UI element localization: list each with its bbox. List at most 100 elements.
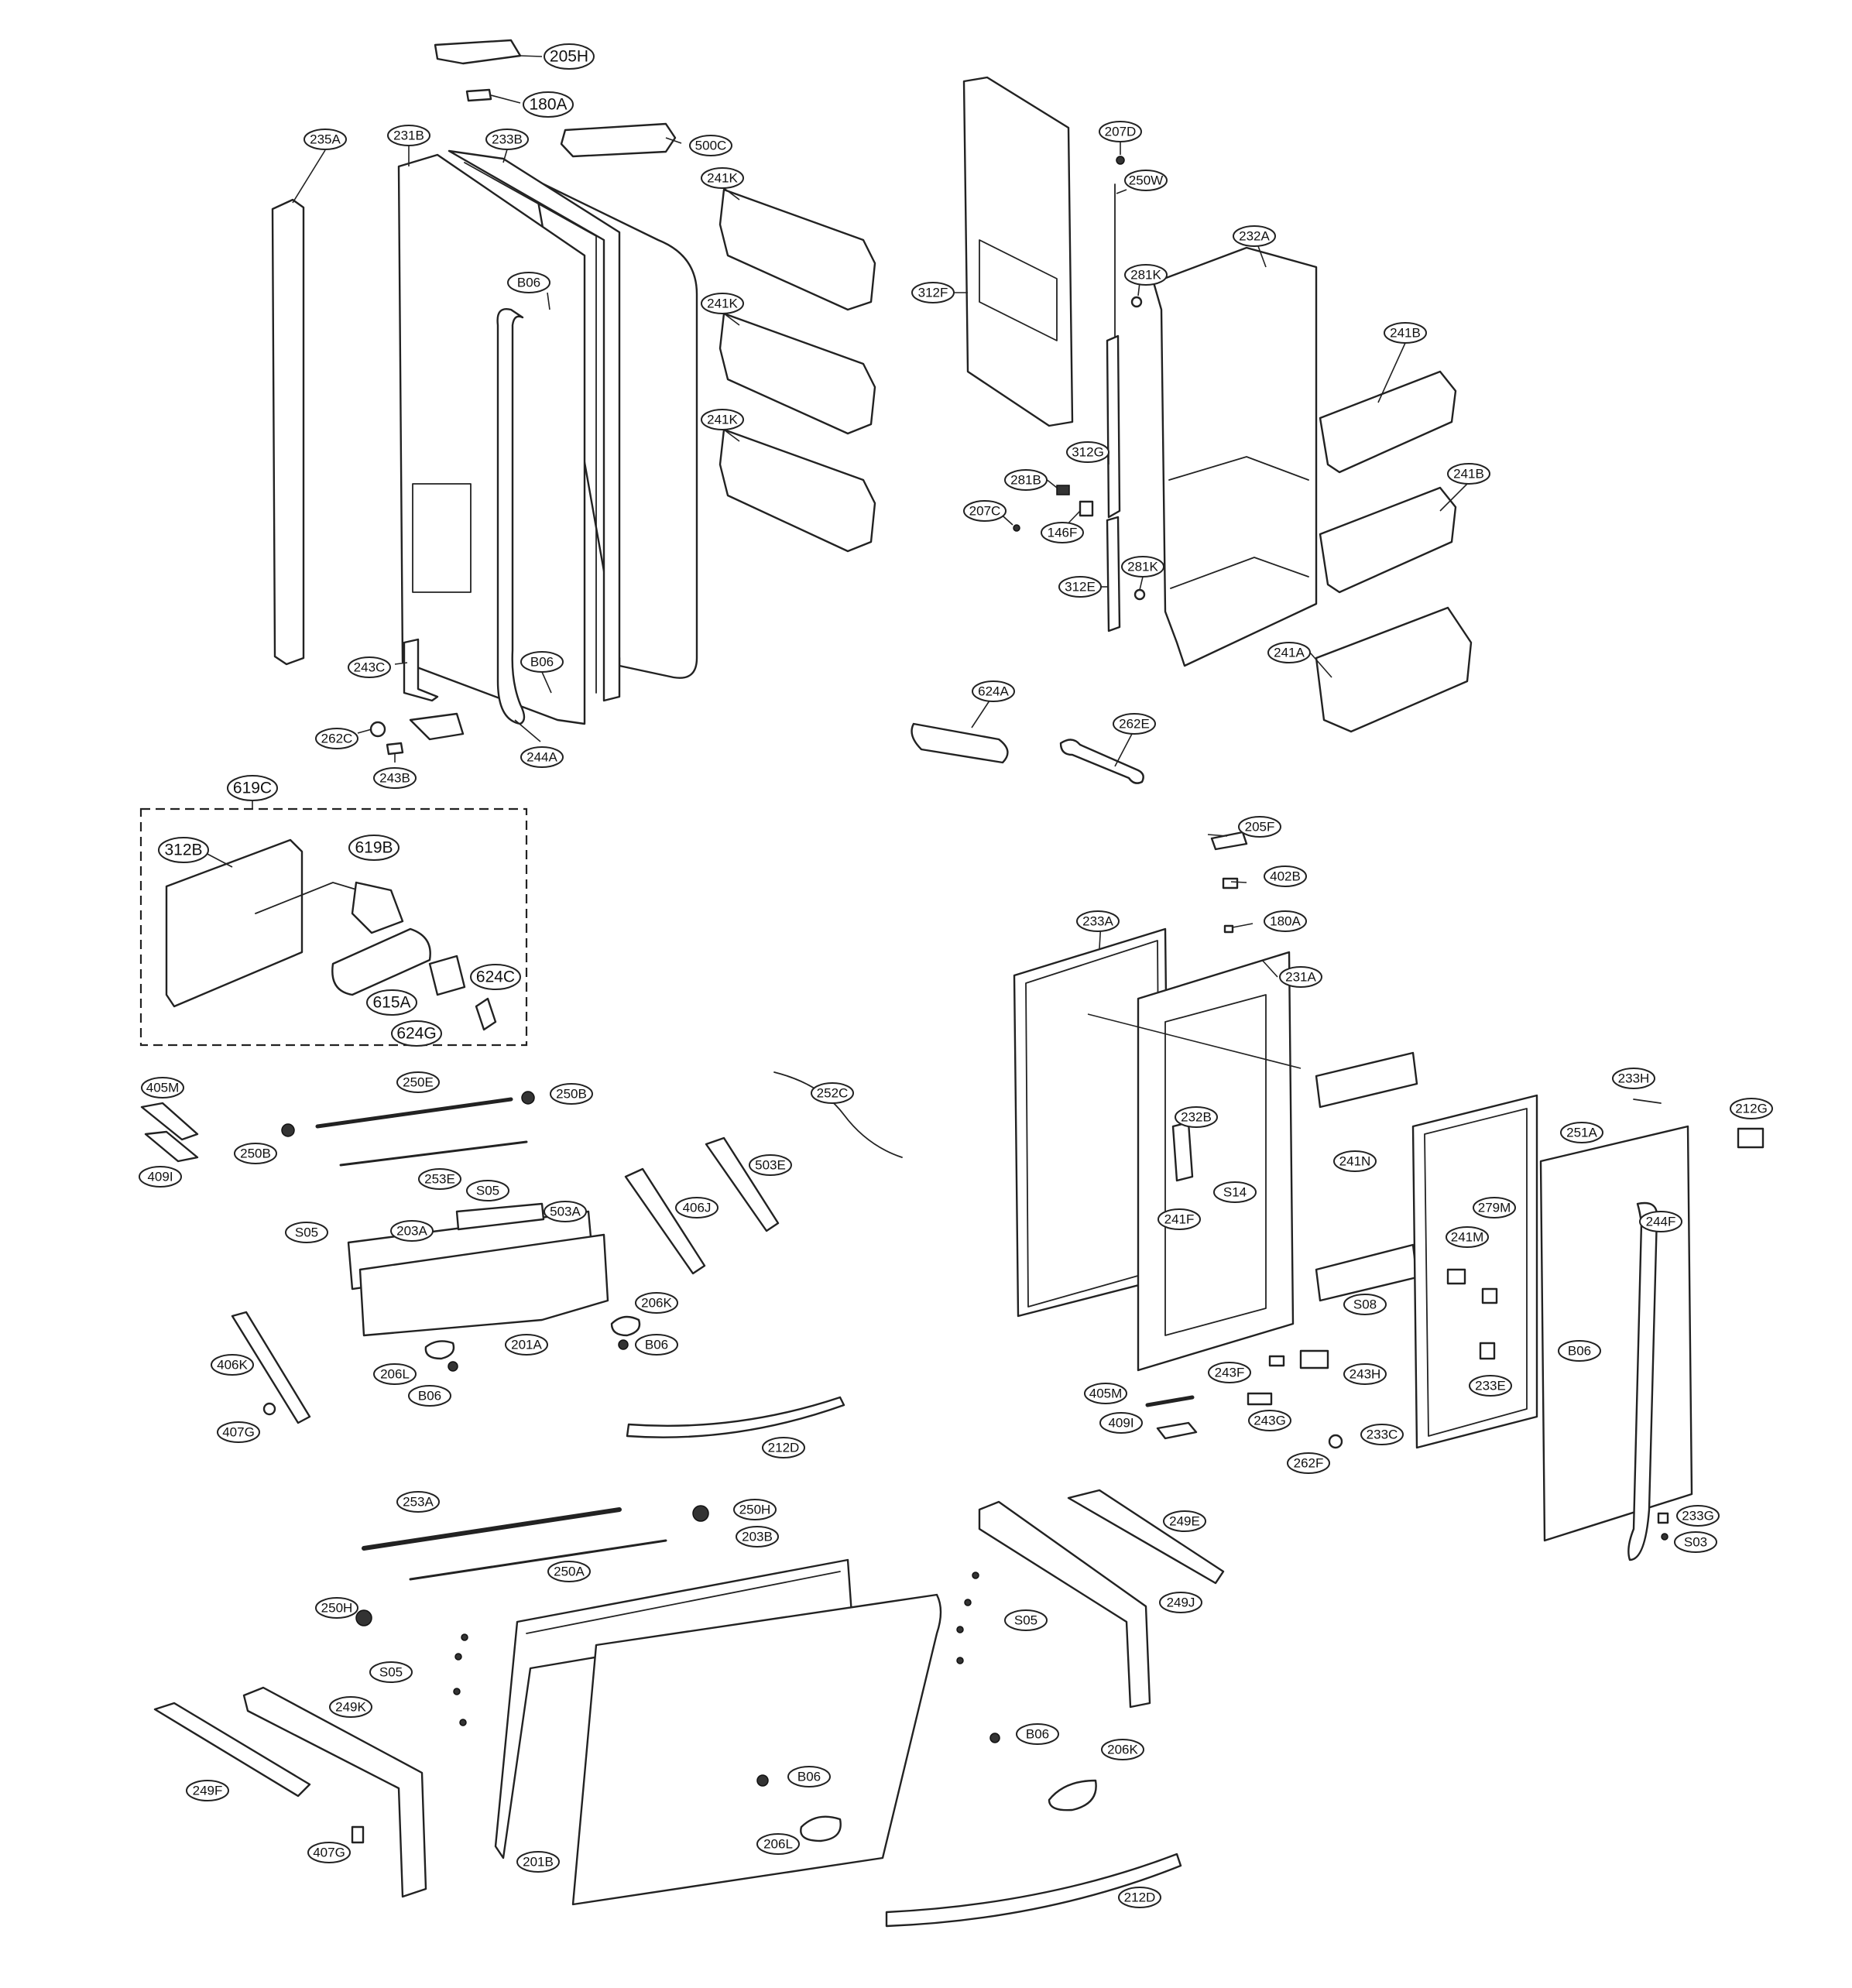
callout-label: S14 (1223, 1185, 1247, 1200)
callout-ellipse (1124, 264, 1168, 286)
callout-label: 232B (1181, 1110, 1212, 1125)
part-281K-2-shape (1133, 588, 1146, 601)
callout-ellipse (387, 125, 430, 146)
callout-ellipse (139, 1166, 182, 1188)
part-241A-shape (1315, 606, 1473, 733)
callout-ellipse (972, 680, 1015, 702)
part-312E-shape (1106, 516, 1121, 632)
callout-ellipse (418, 1168, 461, 1190)
callout-ellipse (396, 1071, 440, 1093)
callout-ellipse (1248, 1410, 1291, 1431)
part-S03-shape (1661, 1533, 1669, 1541)
callout-ellipse (234, 1143, 277, 1164)
callout-label: B06 (1026, 1727, 1049, 1742)
callout-label: B06 (418, 1389, 441, 1404)
callout-ellipse (1041, 522, 1084, 543)
callout-624g: 624G (391, 1020, 442, 1047)
callout-label: 241B (1390, 326, 1421, 341)
callout-label: 619B (355, 839, 393, 857)
callout-label: 244A (526, 750, 557, 765)
callout-label: 619C (233, 780, 272, 797)
part-180A-shape (465, 88, 492, 102)
callout-ellipse (1004, 1609, 1048, 1631)
callout-label: 206K (641, 1296, 672, 1311)
callout-label: 180A (1270, 914, 1301, 929)
callout-232b: 232B (1175, 1106, 1218, 1128)
callout-label: 312E (1065, 580, 1096, 595)
callout-label: 233C (1367, 1428, 1398, 1442)
callout-label: 250W (1129, 173, 1163, 188)
part-503E-shape (705, 1136, 780, 1232)
callout-ellipse (1264, 910, 1307, 932)
callout-ellipse (1076, 910, 1120, 932)
callout-label: 279M (1478, 1201, 1511, 1215)
part-409I-left-shape (144, 1130, 199, 1163)
callout-312b: 312B (158, 837, 209, 863)
part-231A-window (1164, 994, 1267, 1336)
callout-243c: 243C (348, 656, 391, 678)
part-231A-shape (1137, 951, 1295, 1372)
callout-ellipse (749, 1154, 792, 1176)
part-233B-inner (464, 162, 597, 694)
callout-503a: 503A (544, 1201, 587, 1222)
callout-ellipse (1233, 225, 1276, 247)
callout-label: 281K (1130, 268, 1161, 283)
part-B06-6-shape (989, 1733, 1000, 1743)
callout-label: 250E (403, 1075, 434, 1090)
callout-b06-6: B06 (1016, 1723, 1059, 1745)
part-249E-shape (1067, 1489, 1225, 1585)
callout-231a: 231A (1279, 966, 1322, 988)
callout-ellipse (1674, 1531, 1717, 1553)
callout-250b-2: 250B (234, 1143, 277, 1164)
callout-203a: 203A (390, 1220, 434, 1242)
callout-241a: 241A (1267, 642, 1311, 663)
callout-ellipse (304, 129, 347, 150)
callout-146f: 146F (1041, 522, 1084, 543)
part-212G-shape (1737, 1127, 1765, 1149)
callout-ellipse (1264, 865, 1307, 887)
callout-ellipse (507, 272, 550, 293)
callout-label: 624C (476, 968, 515, 986)
callout-label: 503A (550, 1205, 581, 1219)
part-212D-1-shape (626, 1396, 845, 1438)
part-203B-inner (526, 1571, 841, 1634)
part-S05-4-screw-2 (454, 1653, 462, 1661)
callout-label: 207D (1105, 125, 1137, 139)
callout-233g: 233G (1676, 1505, 1720, 1527)
callout-label: 243B (379, 771, 410, 786)
part-281B-shape (1056, 485, 1070, 495)
callout-label: 407G (313, 1846, 345, 1860)
part-232A-shelf-1 (1168, 456, 1309, 481)
callout-label: 205F (1245, 820, 1275, 835)
kit-619C (139, 807, 528, 1047)
callout-243g: 243G (1248, 1410, 1291, 1431)
part-262C-shape (369, 721, 386, 738)
callout-ellipse (1333, 1150, 1377, 1172)
callout-ellipse (1163, 1510, 1206, 1532)
callout-249f: 249F (186, 1780, 229, 1801)
callout-s05-3: S05 (1004, 1609, 1048, 1631)
callout-ellipse (1208, 1362, 1251, 1383)
callout-249e: 249E (1163, 1510, 1206, 1532)
part-312F-shape (962, 76, 1074, 427)
callout-b06-4: B06 (408, 1385, 451, 1407)
callout-262c: 262C (315, 728, 358, 749)
callout-label: 409I (1108, 1416, 1133, 1431)
callout-ellipse (141, 1077, 184, 1099)
callout-250b-1: 250B (550, 1083, 593, 1105)
part-207D-shape (1116, 156, 1125, 165)
callout-503e: 503E (749, 1154, 792, 1176)
part-231B-window (412, 483, 472, 593)
part-233H-shape (1633, 1099, 1662, 1104)
part-243F-shape (1268, 1355, 1285, 1367)
callout-label: 251A (1566, 1126, 1597, 1140)
callout-ellipse (348, 835, 400, 861)
part-243C-shape (403, 638, 439, 702)
right-door-dispenser-assembly (911, 76, 1473, 784)
callout-ellipse (1121, 556, 1164, 578)
callout-label: 206L (763, 1837, 793, 1852)
part-206K-1-shape (610, 1315, 641, 1337)
callout-406j: 406J (675, 1197, 719, 1219)
callout-label: 249J (1167, 1596, 1195, 1610)
callout-label: 241K (707, 296, 738, 311)
